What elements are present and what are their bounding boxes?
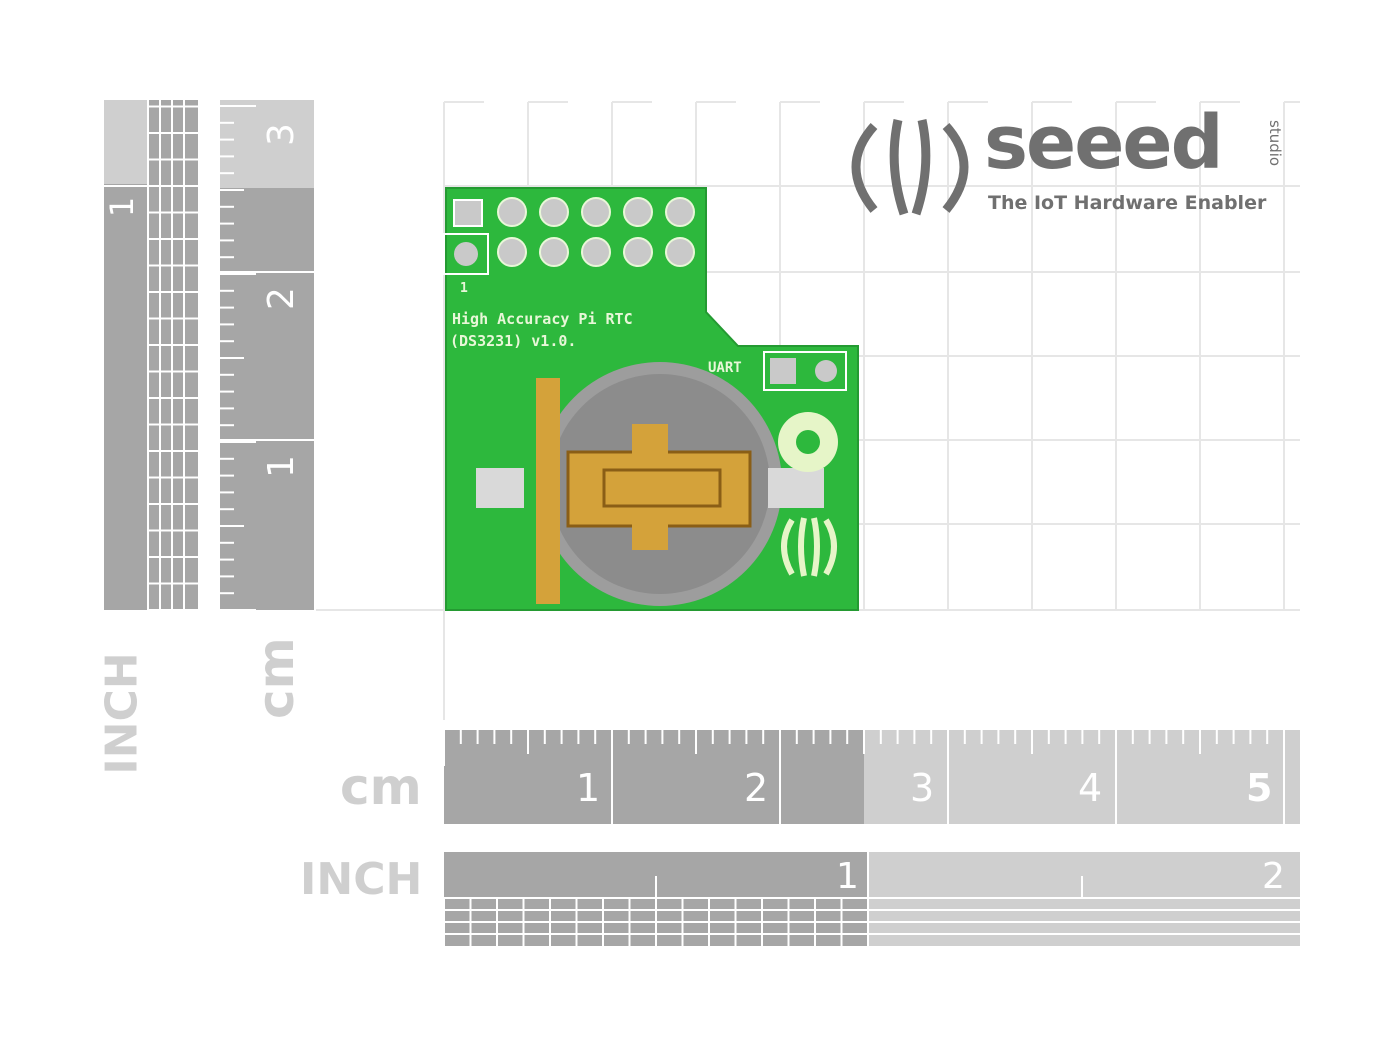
silk-uart-label: UART — [708, 360, 742, 376]
header-pad — [539, 197, 569, 227]
rtc-pcb-board: High Accuracy Pi RTC (DS3231) v1.0. UART… — [443, 187, 859, 611]
vinch-number: 1 — [103, 196, 142, 218]
vcm-number: 3 — [260, 123, 302, 146]
logo-tagline: The IoT Hardware Enabler — [988, 192, 1267, 214]
hcm-number: 4 — [1078, 766, 1103, 810]
silk-title: High Accuracy Pi RTC — [452, 310, 633, 328]
silk-pin1-label: 1 — [460, 281, 468, 296]
seeed-sub-text: studio — [1266, 120, 1284, 167]
pcb-seeed-logo-icon — [781, 517, 837, 577]
hcm-number: 3 — [910, 766, 935, 810]
seeed-brand-text: seeed — [984, 100, 1224, 186]
hcm-number: 1 — [576, 766, 601, 810]
header-pad — [539, 237, 569, 267]
hcm-number: 5 — [1246, 766, 1273, 810]
header-pad — [581, 237, 611, 267]
vcm-number: 2 — [260, 287, 302, 310]
header-pad — [497, 237, 527, 267]
seeed-logo-icon — [851, 119, 969, 216]
coin-cell-holder — [476, 362, 824, 606]
hinch-number: 1 — [836, 856, 859, 897]
horizontal-cm-ruler — [443, 730, 1300, 824]
header-pad — [665, 197, 695, 227]
header-pad — [581, 197, 611, 227]
hcm-unit-label: cm — [340, 758, 422, 816]
open-hardware-gear-icon — [778, 412, 838, 472]
gpio-header-pads — [443, 199, 489, 275]
vcm-number: 1 — [260, 455, 302, 478]
header-pad — [623, 197, 653, 227]
hinch-number: 2 — [1262, 856, 1285, 897]
header-pad — [623, 237, 653, 267]
horizontal-inch-ruler — [443, 852, 1300, 946]
header-pad — [665, 237, 695, 267]
header-pad — [497, 197, 527, 227]
vertical-inch-ruler — [104, 100, 198, 611]
silk-version: (DS3231) v1.0. — [450, 332, 576, 350]
vcm-unit-label: cm — [247, 637, 305, 719]
hcm-number: 2 — [744, 766, 769, 810]
hinch-unit-label: INCH — [300, 854, 423, 905]
vinch-unit-label: INCH — [96, 652, 148, 775]
header-pad-1 — [454, 242, 478, 266]
vertical-cm-ruler — [220, 100, 314, 611]
